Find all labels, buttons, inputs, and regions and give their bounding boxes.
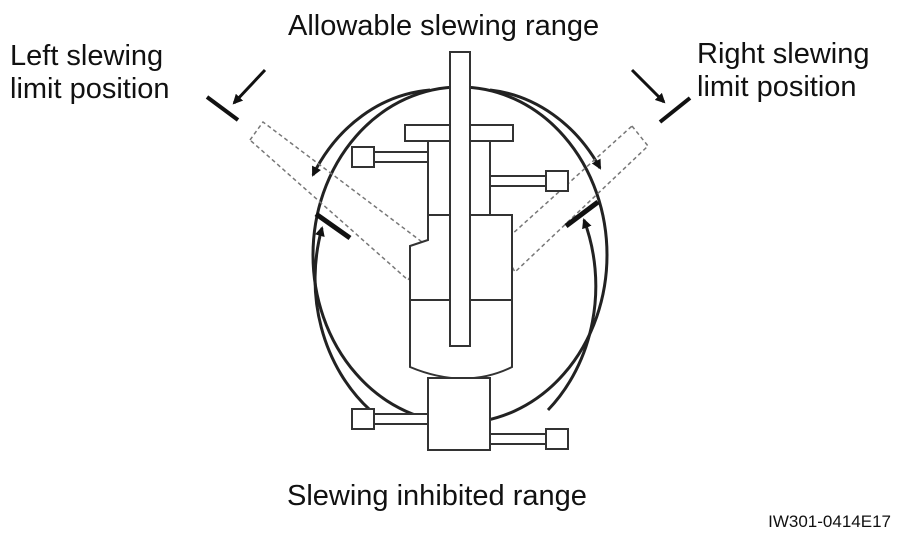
right-limit-pointer (630, 68, 666, 104)
left-limit-pointer (232, 68, 267, 105)
inhibited-range-right-arrow (546, 218, 598, 412)
outrigger-lower-right-pad (545, 428, 569, 450)
outrigger-upper-right-pad (545, 170, 569, 192)
right-limit-label-line2: limit position (697, 71, 857, 103)
lower-column (427, 377, 491, 451)
right-limit-tick (564, 200, 600, 228)
right-limit-mark (658, 96, 692, 124)
outrigger-lower-left-arm (371, 413, 429, 425)
figure-code: IW301-0414E17 (768, 512, 891, 531)
machine-body (351, 51, 569, 451)
allowable-range-right-arrow (489, 88, 602, 170)
left-limit-label-line1: Left slewing (10, 40, 164, 72)
boom (449, 51, 471, 347)
outrigger-lower-right-arm (489, 433, 549, 445)
left-limit-tick (314, 211, 352, 241)
right-limit-boom-outline (499, 124, 650, 274)
outrigger-upper-left-pad (351, 146, 375, 168)
outrigger-upper-left-arm (371, 151, 429, 163)
right-limit-label-line1: Right slewing (697, 38, 870, 70)
outrigger-lower-left-pad (351, 408, 375, 430)
slewing-inhibited-range-label: Slewing inhibited range (287, 480, 587, 512)
right-slewing-limit-label: Right slewing limit position (697, 38, 869, 104)
left-limit-mark (205, 95, 240, 122)
left-slewing-limit-label: Left slewing limit position (10, 40, 170, 106)
allowable-slewing-range-label: Allowable slewing range (288, 10, 600, 42)
left-limit-label-line2: limit position (10, 73, 170, 105)
allowable-range-left-arrow (311, 88, 431, 177)
inhibited-range-left-arrow (313, 226, 372, 412)
left-limit-boom-outline (248, 120, 432, 282)
outrigger-upper-right-arm (489, 175, 549, 187)
